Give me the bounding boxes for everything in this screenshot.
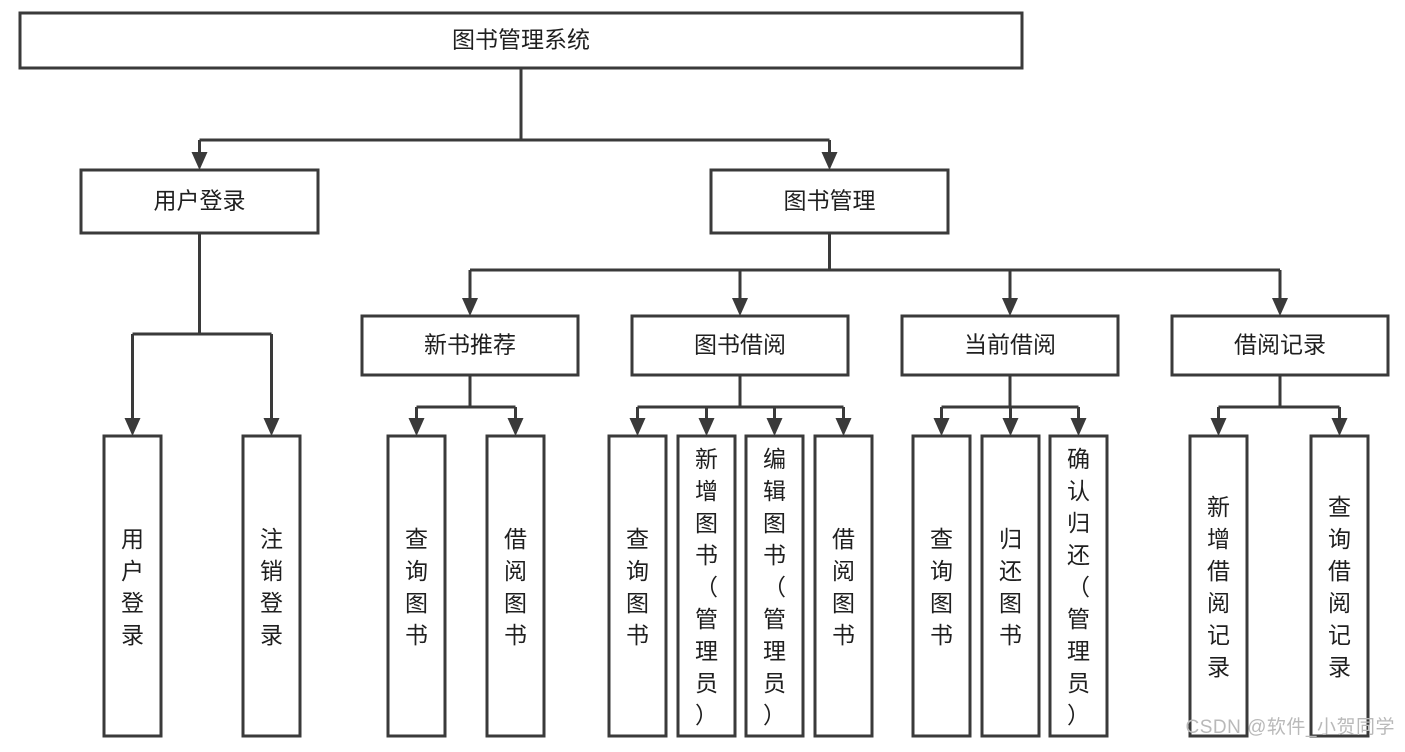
node-label-query-book-1: 查询图书: [405, 526, 428, 648]
node-box-user-logout[interactable]: [241, 434, 302, 738]
node-label-user-login-do: 用户登录: [121, 526, 144, 648]
node-add-borrow-record[interactable]: 新增借阅记录: [1188, 434, 1249, 738]
node-box-add-book[interactable]: [676, 434, 737, 738]
node-box-new-book-recommend[interactable]: [360, 314, 580, 377]
new-book-recommend-to-leaves-branch-0-arrowhead: [408, 418, 425, 436]
node-box-book-manage[interactable]: [709, 168, 950, 235]
node-label-borrow-book-2: 借阅图书: [832, 526, 855, 648]
current-borrow-to-leaves-branch-0-arrowhead: [933, 418, 950, 436]
node-box-query-book-1[interactable]: [386, 434, 447, 738]
book-borrow-to-leaves-branch-0-arrowhead: [629, 418, 646, 436]
node-box-edit-book[interactable]: [744, 434, 805, 738]
book-manage-to-level3-branch-0-arrowhead: [462, 298, 478, 316]
node-label-borrow-book-1: 借阅图书: [504, 526, 527, 648]
connector-layer: [124, 68, 1348, 436]
root-to-level2-branch-0-arrowhead: [191, 152, 208, 170]
node-label-add-book: 新增图书（管理员）: [695, 446, 718, 728]
node-query-borrow-record[interactable]: 查询借阅记录: [1309, 434, 1370, 738]
book-borrow-to-leaves-branch-2-arrowhead: [766, 418, 783, 436]
book-manage-to-level3-branch-1-arrowhead: [732, 298, 748, 316]
node-label-edit-book: 编辑图书（管理员）: [763, 446, 786, 728]
book-borrow-to-leaves-branch-3-arrowhead: [835, 418, 852, 436]
node-label-borrow-record: 借阅记录: [1234, 332, 1326, 358]
current-borrow-to-leaves-branch-2-arrowhead: [1070, 418, 1087, 436]
node-label-user-login: 用户登录: [154, 188, 246, 214]
borrow-record-to-leaves-branch-0-arrowhead: [1210, 418, 1227, 436]
node-label-add-borrow-record: 新增借阅记录: [1207, 494, 1230, 680]
borrow-record-to-leaves-branch-1-arrowhead: [1331, 418, 1348, 436]
node-box-book-borrow[interactable]: [630, 314, 850, 377]
root-to-level2-branch-1-arrowhead: [821, 152, 838, 170]
user-login-to-leaves-branch-0-arrowhead: [124, 418, 141, 436]
node-return-book[interactable]: 归还图书: [980, 434, 1041, 738]
node-book-manage[interactable]: 图书管理: [709, 168, 950, 235]
node-user-logout[interactable]: 注销登录: [241, 434, 302, 738]
node-box-confirm-return[interactable]: [1048, 434, 1109, 738]
node-box-add-borrow-record[interactable]: [1188, 434, 1249, 738]
node-label-current-borrow: 当前借阅: [964, 332, 1056, 358]
book-borrow-to-leaves-branch-1-arrowhead: [698, 418, 715, 436]
node-label-query-book-3: 查询图书: [930, 526, 953, 648]
node-box-borrow-book-2[interactable]: [813, 434, 874, 738]
user-login-to-leaves-branch-1-arrowhead: [263, 418, 280, 436]
current-borrow-to-leaves-branch-1-arrowhead: [1002, 418, 1019, 436]
node-book-borrow[interactable]: 图书借阅: [630, 314, 850, 377]
node-confirm-return[interactable]: 确认归还（管理员）: [1048, 434, 1109, 738]
node-root[interactable]: 图书管理系统: [18, 11, 1024, 70]
node-label-query-book-2: 查询图书: [626, 526, 649, 648]
node-new-book-recommend[interactable]: 新书推荐: [360, 314, 580, 377]
new-book-recommend-to-leaves-branch-1-arrowhead: [507, 418, 524, 436]
node-query-book-1[interactable]: 查询图书: [386, 434, 447, 738]
node-box-borrow-record[interactable]: [1170, 314, 1390, 377]
node-query-book-3[interactable]: 查询图书: [911, 434, 972, 738]
node-box-user-login[interactable]: [79, 168, 320, 235]
node-box-current-borrow[interactable]: [900, 314, 1120, 377]
csdn-watermark: CSDN @软件_小贺同学: [1185, 717, 1395, 738]
node-user-login[interactable]: 用户登录: [79, 168, 320, 235]
node-box-root[interactable]: [18, 11, 1024, 70]
node-label-root: 图书管理系统: [452, 27, 590, 53]
node-box-query-book-3[interactable]: [911, 434, 972, 738]
node-label-query-borrow-record: 查询借阅记录: [1328, 494, 1351, 680]
node-label-user-logout: 注销登录: [260, 526, 283, 648]
node-borrow-book-1[interactable]: 借阅图书: [485, 434, 546, 738]
node-box-borrow-book-1[interactable]: [485, 434, 546, 738]
node-label-new-book-recommend: 新书推荐: [424, 332, 516, 358]
node-label-return-book: 归还图书: [999, 526, 1022, 648]
node-box-query-borrow-record[interactable]: [1309, 434, 1370, 738]
node-box-user-login-do[interactable]: [102, 434, 163, 738]
node-label-book-borrow: 图书借阅: [694, 332, 786, 358]
node-label-confirm-return: 确认归还（管理员）: [1067, 446, 1090, 728]
node-user-login-do[interactable]: 用户登录: [102, 434, 163, 738]
node-label-book-manage: 图书管理: [784, 188, 876, 214]
node-borrow-book-2[interactable]: 借阅图书: [813, 434, 874, 738]
node-edit-book[interactable]: 编辑图书（管理员）: [744, 434, 805, 738]
node-layer: 图书管理系统用户登录图书管理用户登录注销登录新书推荐查询图书借阅图书图书借阅查询…: [18, 11, 1390, 738]
node-add-book[interactable]: 新增图书（管理员）: [676, 434, 737, 738]
book-manage-to-level3-branch-3-arrowhead: [1272, 298, 1288, 316]
node-box-query-book-2[interactable]: [607, 434, 668, 738]
node-borrow-record[interactable]: 借阅记录: [1170, 314, 1390, 377]
node-query-book-2[interactable]: 查询图书: [607, 434, 668, 738]
book-manage-to-level3-branch-2-arrowhead: [1002, 298, 1018, 316]
node-current-borrow[interactable]: 当前借阅: [900, 314, 1120, 377]
node-box-return-book[interactable]: [980, 434, 1041, 738]
